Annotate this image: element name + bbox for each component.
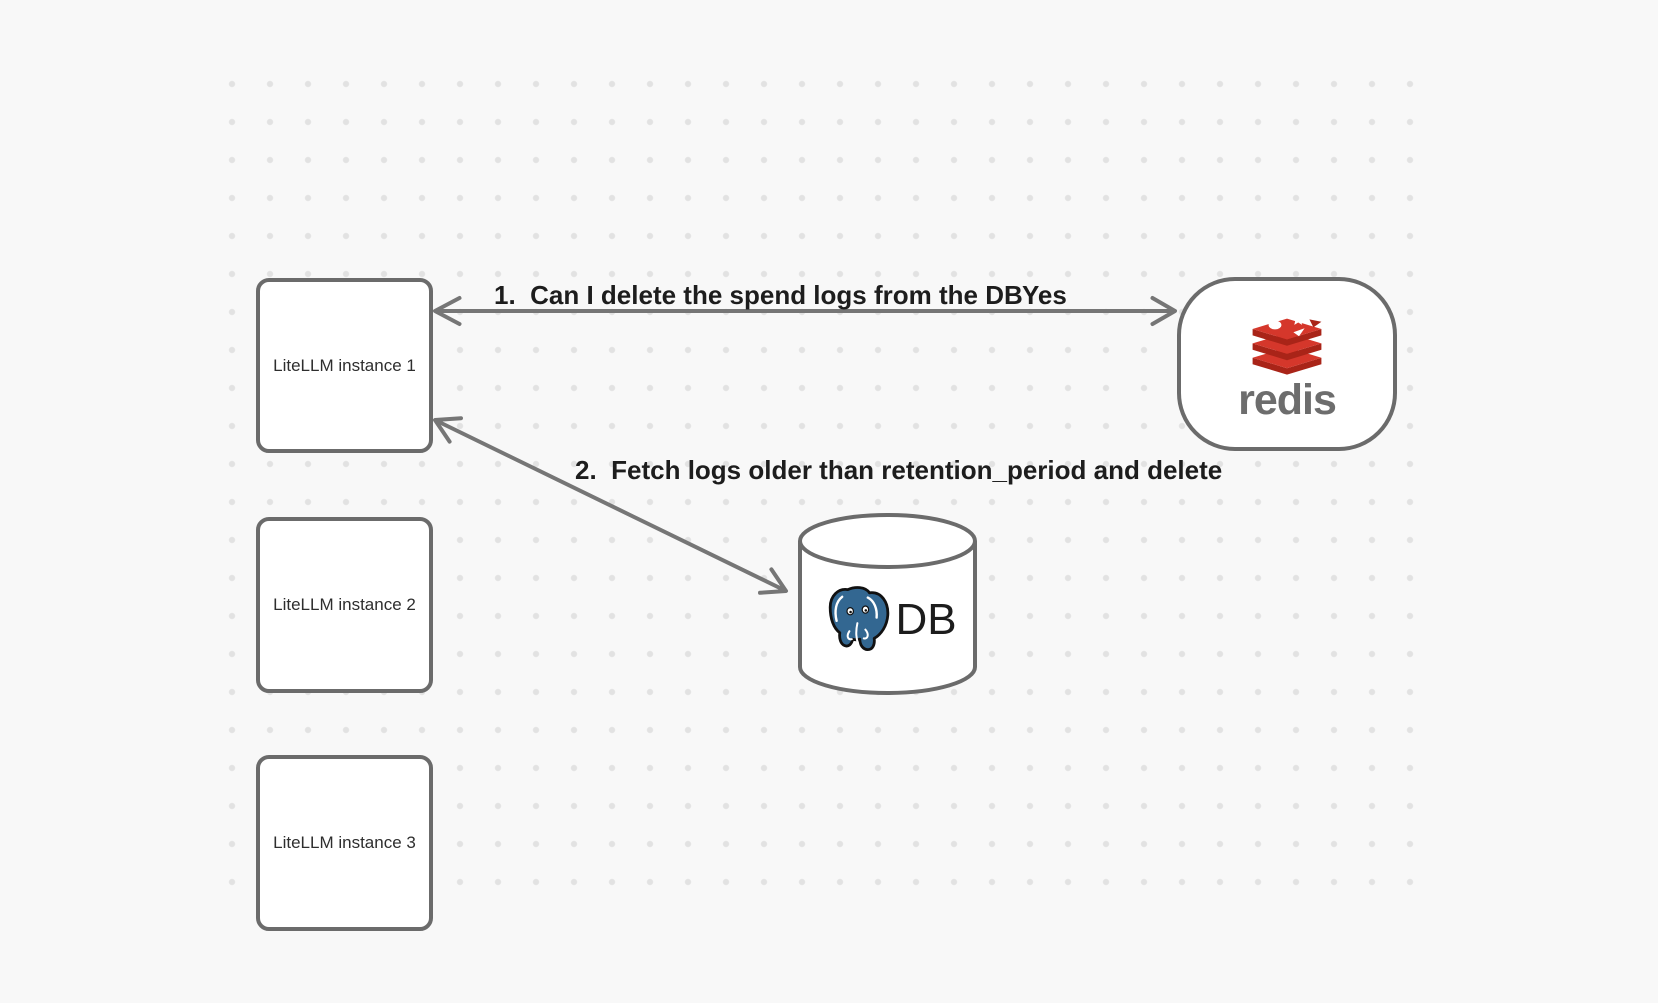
arrow-head-box-icon xyxy=(433,416,463,444)
db-label: DB xyxy=(895,595,957,644)
redis-logo-icon xyxy=(1252,312,1322,375)
arrow-head-left-icon xyxy=(433,296,462,326)
annotation-step1: 1. Can I delete the spend logs from the … xyxy=(494,280,1023,310)
arrow-spend-logs-question[interactable] xyxy=(433,296,1177,326)
node-label: LiteLLM instance 1 xyxy=(273,355,416,375)
node-litellm-instance-2[interactable]: LiteLLM instance 2 xyxy=(256,517,433,693)
node-redis[interactable]: redis xyxy=(1177,277,1397,451)
arrow-fetch-logs[interactable] xyxy=(433,416,788,595)
node-database-cylinder[interactable] xyxy=(798,513,977,695)
arrow-head-right-icon xyxy=(1150,296,1177,326)
postgresql-elephant-icon xyxy=(829,586,890,651)
node-litellm-instance-1[interactable]: LiteLLM instance 1 xyxy=(256,278,433,453)
arrow-shaft xyxy=(435,419,786,592)
node-label: LiteLLM instance 2 xyxy=(273,595,416,614)
arrow-head-db-icon xyxy=(758,567,788,595)
node-litellm-instance-3[interactable]: LiteLLM instance 3 xyxy=(256,755,433,931)
annotation-step2: 2. Fetch logs older than retention_perio… xyxy=(575,455,1223,485)
annotation-step1-answer: Yes xyxy=(1022,280,1067,310)
database-content: DB xyxy=(808,578,968,662)
redis-wordmark: redis xyxy=(1238,375,1337,424)
node-label: LiteLLM instance 3 xyxy=(273,833,416,852)
